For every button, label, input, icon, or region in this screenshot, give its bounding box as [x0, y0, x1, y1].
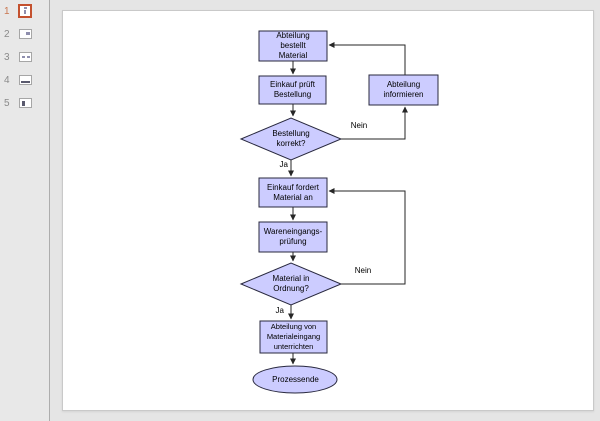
shape-goods-inspection[interactable] — [258, 221, 328, 253]
label-decision-material[interactable]: Material in Ordnung? — [272, 274, 310, 293]
edge-label-ja2[interactable]: Ja — [275, 306, 284, 315]
label-check-order[interactable]: Einkauf prüft Bestellung — [270, 80, 315, 99]
slide-thumbnail-1[interactable]: 1 — [0, 3, 49, 26]
slide-number: 2 — [4, 29, 10, 40]
slide-thumbnail-panel: 1 2 3 4 5 — [0, 0, 50, 421]
label-goods-inspection[interactable]: Wareneingangs-prüfung — [263, 227, 323, 246]
shape-check-order[interactable] — [258, 75, 327, 105]
slide-thumbnail-preview — [19, 98, 32, 108]
shape-start[interactable] — [258, 30, 328, 62]
thumbnail-preview-mark — [22, 56, 25, 58]
label-notify-dept[interactable]: Abteilung von Materialeingang unterricht… — [266, 322, 321, 351]
label-start[interactable]: Abteilung bestellt Material — [276, 31, 310, 60]
label-decision-order[interactable]: Bestellung korrekt? — [272, 129, 310, 148]
shape-inform-dept[interactable] — [368, 74, 439, 106]
label-end[interactable]: Prozessende — [272, 374, 319, 384]
thumbnail-preview-mark — [24, 7, 27, 9]
edge-label-nein2[interactable]: Nein — [354, 266, 372, 275]
slide-thumbnail-4[interactable]: 4 — [0, 72, 49, 95]
slide-thumbnail-preview — [18, 4, 32, 18]
shape-notify-dept[interactable] — [259, 320, 328, 354]
slide-number: 1 — [4, 6, 10, 17]
label-inform-dept[interactable]: Abteilung informieren — [383, 80, 424, 99]
thumbnail-preview-mark — [21, 81, 30, 83]
shape-end[interactable] — [252, 365, 338, 394]
connector-nein1[interactable] — [341, 106, 408, 140]
slide-thumbnail-2[interactable]: 2 — [0, 26, 49, 49]
shape-request-material[interactable] — [258, 177, 328, 208]
thumbnail-preview-mark — [27, 56, 30, 58]
slide-number: 4 — [4, 75, 10, 86]
slide-thumbnail-preview — [19, 52, 32, 62]
edge-label-nein1[interactable]: Nein — [350, 121, 368, 130]
slide-number: 5 — [4, 98, 10, 109]
label-request-material[interactable]: Einkauf fordert Material an — [266, 182, 320, 202]
connector-nein2[interactable] — [328, 188, 406, 285]
edge-label-ja1[interactable]: Ja — [279, 160, 288, 169]
thumbnail-preview-mark — [24, 10, 26, 14]
slide-thumbnail-3[interactable]: 3 — [0, 49, 49, 72]
slide-thumbnail-preview — [19, 75, 32, 85]
slide-thumbnail-5[interactable]: 5 — [0, 95, 49, 118]
thumbnail-preview-mark — [26, 32, 30, 35]
connector-inform-start[interactable] — [328, 42, 406, 75]
slide-thumbnail-preview — [19, 29, 32, 39]
thumbnail-preview-mark — [22, 101, 25, 106]
slide-number: 3 — [4, 52, 10, 63]
slide-page[interactable] — [62, 10, 594, 411]
